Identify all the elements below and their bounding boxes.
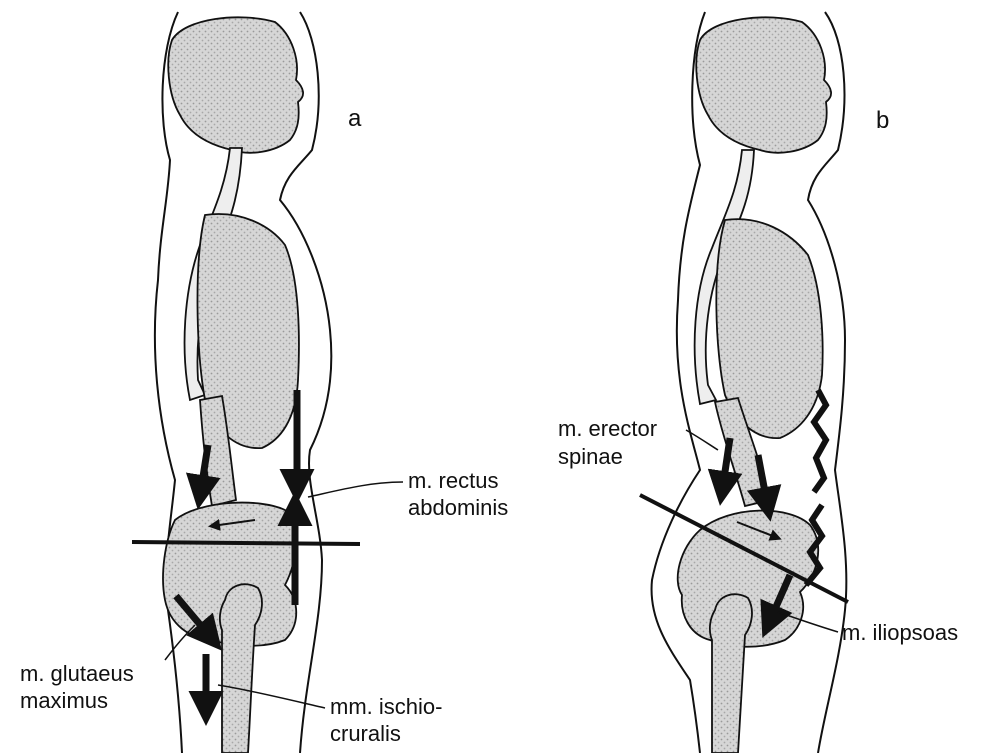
label-rectus-line1: m. rectus bbox=[408, 468, 498, 494]
rectus-slack-zigzag-b bbox=[814, 390, 826, 492]
pelvis-axis-line-a bbox=[132, 542, 360, 544]
back-arrow-a bbox=[200, 445, 208, 496]
label-erector-line2: spinae bbox=[558, 444, 623, 470]
femur-a bbox=[220, 584, 262, 753]
figure-a bbox=[132, 12, 403, 753]
femur-b bbox=[710, 594, 752, 753]
head-b bbox=[696, 17, 831, 152]
erector-arrow-1-b bbox=[722, 438, 730, 492]
head-a bbox=[168, 17, 303, 152]
label-rectus-line2: abdominis bbox=[408, 495, 508, 521]
rectus-leader-a bbox=[308, 482, 403, 497]
figure-b bbox=[640, 12, 848, 753]
label-ischio-line2: cruralis bbox=[330, 721, 401, 747]
label-glutaeus-line1: m. glutaeus bbox=[20, 661, 134, 687]
label-iliopsoas: m. iliopsoas bbox=[842, 620, 958, 646]
erector-leader-b bbox=[686, 430, 718, 450]
label-ischio-line1: mm. ischio- bbox=[330, 694, 442, 720]
label-glutaeus-line2: maximus bbox=[20, 688, 108, 714]
label-erector-line1: m. erector bbox=[558, 416, 657, 442]
glutaeus-leader-a bbox=[165, 625, 195, 660]
panel-label-b: b bbox=[876, 108, 889, 134]
panel-label-a: a bbox=[348, 106, 361, 132]
